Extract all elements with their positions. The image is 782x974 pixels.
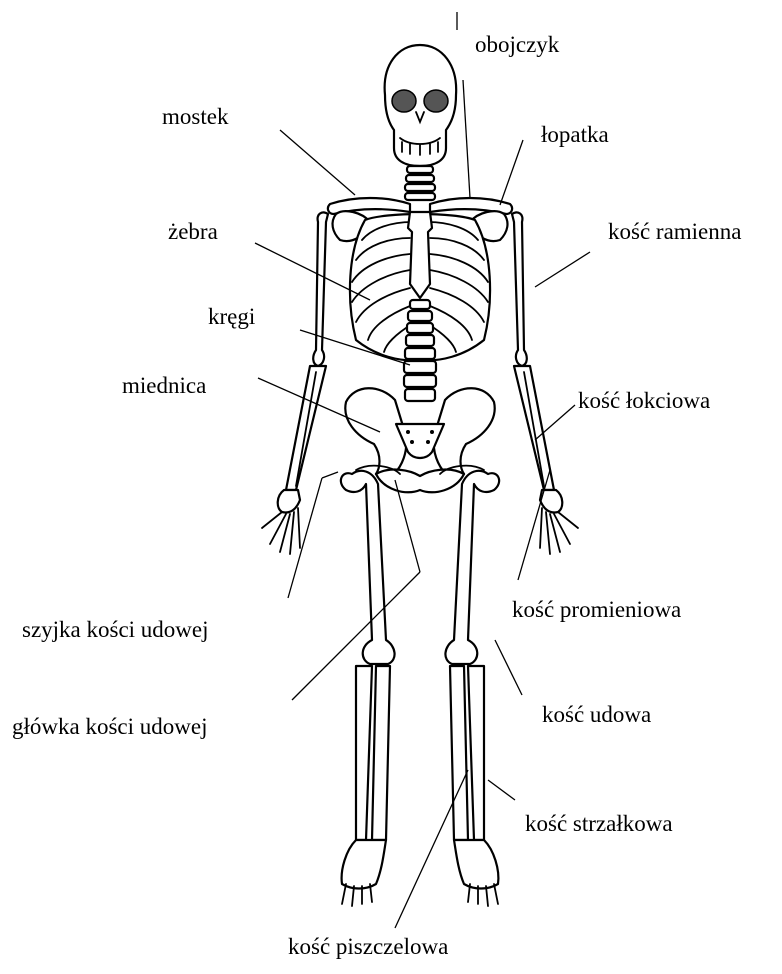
label-kregi: kręgi	[208, 305, 255, 328]
leader-kosc-udowa	[495, 640, 522, 695]
label-kosc-piszczelowa: kość piszczelowa	[288, 935, 448, 958]
left-arm	[262, 212, 328, 554]
label-miednica: miednica	[122, 374, 206, 397]
left-eye-socket	[392, 90, 416, 112]
label-kosc-promieniowa: kość promieniowa	[512, 598, 681, 621]
leader-glowka-kosci-udowej-2	[395, 480, 420, 572]
label-kosc-lokciowa: kość łokciowa	[578, 389, 710, 412]
label-kosc-strzalkowa: kość strzałkowa	[525, 812, 673, 835]
leader-kosc-promieniowa	[518, 470, 550, 580]
spine	[404, 300, 436, 401]
label-glowka-kosci-udowej: główka kości udowej	[12, 715, 207, 738]
label-szyjka-kosci-udowej: szyjka kości udowej	[22, 618, 209, 641]
label-kosc-udowa: kość udowa	[542, 703, 651, 726]
sternum	[408, 212, 432, 298]
leader-mostek	[280, 130, 355, 195]
label-mostek: mostek	[162, 105, 228, 128]
skull	[385, 45, 457, 166]
label-kosc-ramienna: kość ramienna	[608, 220, 741, 243]
left-leg	[341, 471, 395, 906]
right-arm	[512, 212, 578, 554]
right-eye-socket	[424, 90, 448, 112]
leader-kosc-ramienna	[535, 252, 590, 287]
leader-lopatka	[500, 140, 523, 205]
leader-szyjka-kosci-udowej-2	[322, 472, 338, 478]
right-leg	[445, 471, 499, 906]
leader-kosc-strzalkowa	[488, 780, 515, 800]
leader-obojczyk-main	[463, 80, 470, 198]
label-lopatka: łopatka	[541, 123, 609, 146]
label-zebra: żebra	[168, 220, 218, 243]
label-obojczyk: obojczyk	[475, 33, 559, 56]
cervical-spine	[405, 166, 435, 200]
